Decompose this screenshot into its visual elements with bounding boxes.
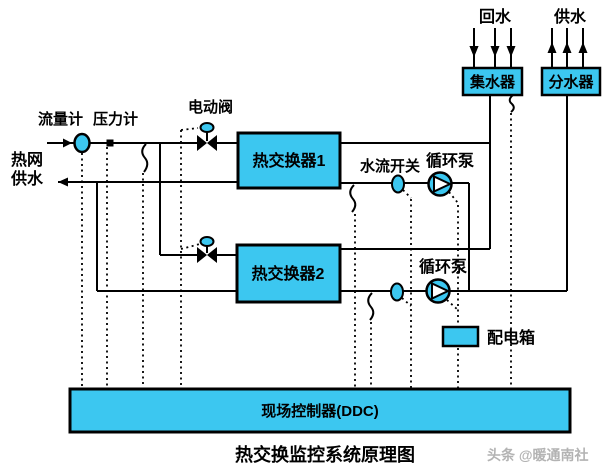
- heat-network-label-line2: 供水: [10, 169, 44, 188]
- heat-exchanger-2-box: [235, 243, 342, 304]
- supply-temp-sensor: [141, 143, 149, 173]
- water-collector-label: 集水器: [469, 73, 516, 91]
- supply-water-label: 供水: [553, 7, 587, 26]
- diagram-title: 热交换监控系统原理图: [235, 444, 415, 465]
- valve1-actuator: [199, 122, 215, 133]
- electric-valve-label: 电动阀: [188, 98, 233, 116]
- distribution-box-label: 配电箱: [487, 328, 535, 347]
- signal-flow-switch2-tap: [401, 297, 412, 307]
- flow-meter-symbol: [73, 132, 91, 154]
- supply-riser-arrow-2: [562, 42, 572, 53]
- valve2-actuator: [199, 236, 215, 247]
- ddc-controller-label: 现场控制器(DDC): [261, 402, 379, 420]
- flow-arrowheads: [58, 42, 588, 187]
- valve1-left-wedge: [197, 135, 207, 151]
- heat-exchanger-1-box: [236, 131, 342, 190]
- instruments: [73, 122, 453, 304]
- electric-valve-2-symbol: [197, 236, 217, 263]
- heat-exchanger-1-label: 热交换器1: [253, 151, 326, 170]
- water-distributor-box: [540, 66, 602, 97]
- pump1-impeller: [433, 174, 453, 194]
- circulation-pump-1-label: 循环泵: [426, 151, 474, 170]
- flow-switch-2-symbol: [390, 282, 404, 302]
- electric-valve-1-symbol: [197, 122, 217, 151]
- pump2-impeller: [431, 281, 451, 301]
- flow-meter-label: 流量计: [38, 110, 83, 128]
- distribution-box-symbol: [441, 325, 480, 348]
- heat-network-label-line1: 热网: [11, 150, 43, 169]
- water-collector-box: [461, 66, 524, 97]
- valve2-left-wedge: [197, 247, 207, 263]
- supply-riser-arrow-1: [547, 42, 557, 53]
- ddc-controller-box: [68, 387, 572, 434]
- sensor-wells: [141, 94, 515, 321]
- watermark-text: 头条 @暖通南社: [487, 447, 589, 463]
- circulation-pump-2-label: 循环泵: [419, 257, 467, 276]
- valve2-right-wedge: [207, 247, 217, 263]
- water-distributor-label: 分水器: [548, 73, 594, 91]
- flow-switch-label: 水流开关: [360, 157, 420, 175]
- collector-temp-sensor: [508, 94, 515, 113]
- pressure-gauge-label: 压力计: [93, 110, 138, 128]
- return-riser-arrow-3: [506, 46, 516, 57]
- return-riser-arrow-2: [490, 46, 500, 57]
- device-boxes: [68, 66, 602, 434]
- supply-flow-arrow: [63, 138, 72, 148]
- return-riser-arrow-1b: [469, 46, 479, 57]
- return-flow-arrow: [58, 177, 68, 187]
- signal-valve1-tap: [180, 127, 199, 131]
- signal-pump2-tap: [446, 299, 459, 311]
- valve1-right-wedge: [207, 135, 217, 151]
- hx2-outlet-temp-sensor: [367, 292, 375, 321]
- signal-pump1-tap: [448, 191, 459, 204]
- supply-riser-arrow-3: [578, 42, 588, 53]
- circulation-pump-2-symbol: [425, 278, 451, 304]
- hx1-outlet-temp-sensor: [349, 184, 357, 213]
- signal-flow-switch1-tap: [402, 189, 412, 199]
- return-water-label: 回水: [479, 7, 512, 26]
- flow-switch-1-symbol: [391, 174, 405, 194]
- pressure-gauge-symbol: [106, 139, 114, 147]
- circulation-pump-1-symbol: [427, 171, 453, 197]
- heat-exchanger-2-label: 热交换器2: [252, 264, 325, 283]
